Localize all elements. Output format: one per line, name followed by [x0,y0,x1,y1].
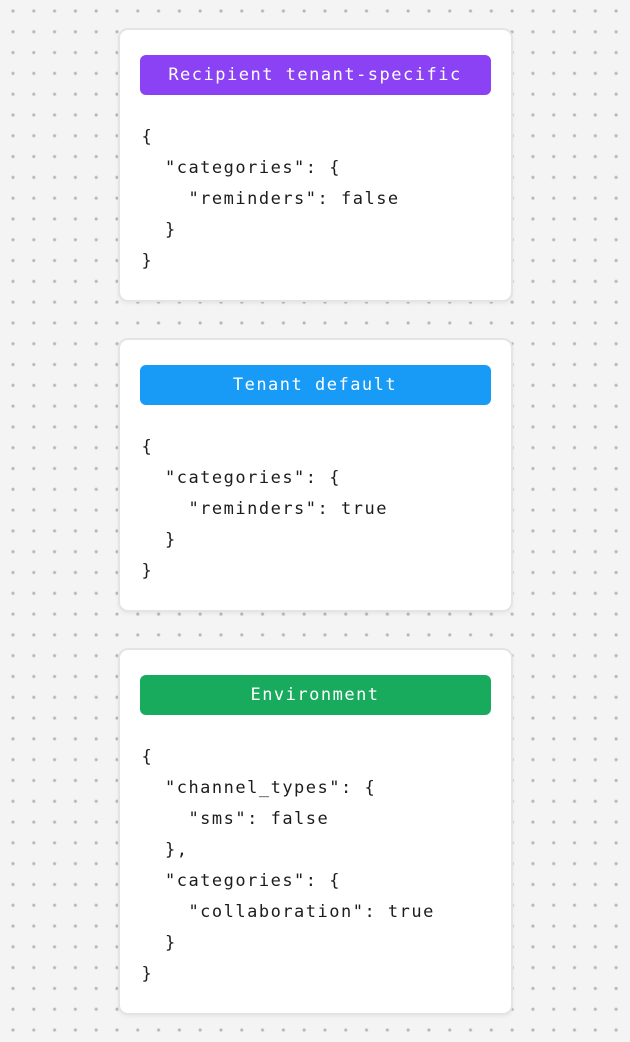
card-tenant-default: Tenant default { "categories": { "remind… [117,338,513,612]
card-environment: Environment { "channel_types": { "sms": … [117,648,513,1015]
environment-json-code: { "channel_types": { "sms": false }, "ca… [141,747,435,984]
environment-badge: Environment [139,675,491,715]
card-recipient-tenant-specific: Recipient tenant-specific { "categories"… [117,28,513,302]
recipient-tenant-specific-badge: Recipient tenant-specific [139,55,491,95]
tenant-default-json-code: { "categories": { "reminders": true } } [141,437,388,581]
tenant-default-badge: Tenant default [139,365,491,405]
recipient-tenant-specific-json-code: { "categories": { "reminders": false } } [141,127,400,271]
